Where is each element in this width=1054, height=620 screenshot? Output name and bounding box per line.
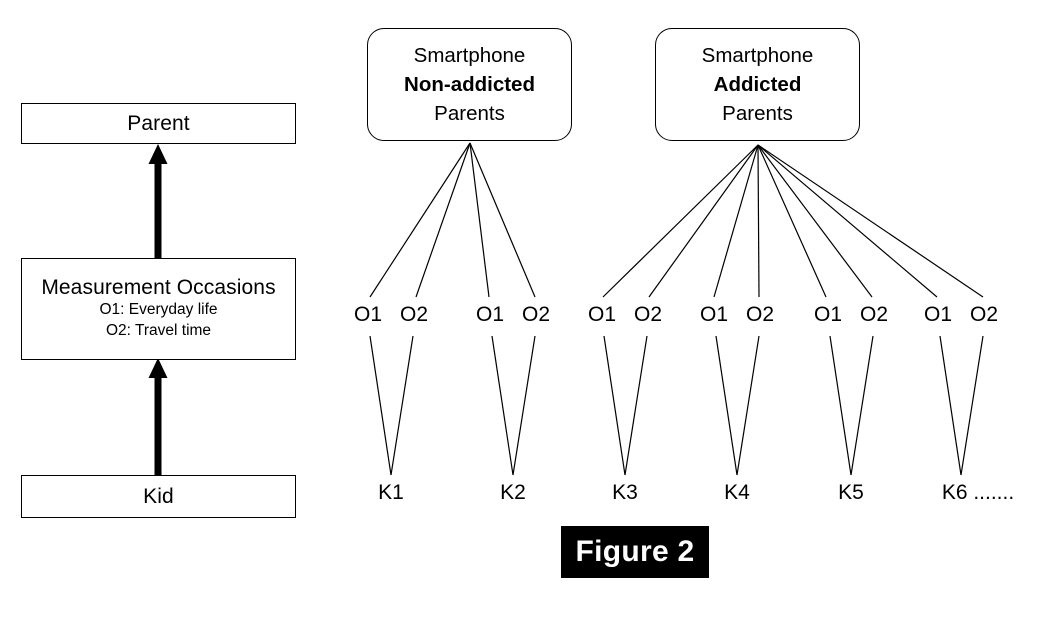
- hierarchy-box-kid-label: Kid: [143, 484, 174, 508]
- kid-node-k6: K6 .......: [941, 481, 1015, 504]
- group-addicted-line-1: Smartphone: [701, 43, 814, 67]
- occasion-node-5: O1: [587, 303, 617, 326]
- group-box-addicted-parents: Smartphone Addicted Parents: [655, 28, 860, 141]
- occasion-node-7: O1: [699, 303, 729, 326]
- kid-node-k5: K5: [838, 481, 864, 504]
- kid-node-k2: K2: [500, 481, 526, 504]
- kid-node-k3: K3: [612, 481, 638, 504]
- group-non-addicted-line-2: Non-addicted: [404, 72, 535, 96]
- kid-node-k4: K4: [724, 481, 750, 504]
- group-box-non-addicted-parents: Smartphone Non-addicted Parents: [367, 28, 572, 141]
- group-non-addicted-line-3: Parents: [434, 102, 505, 126]
- hierarchy-arrow-kid-to-occasions: [148, 358, 168, 475]
- occasion-to-kid-connectors: [369, 335, 984, 476]
- occasion-node-1: O1: [353, 303, 383, 326]
- occasion-node-4: O2: [521, 303, 551, 326]
- occasion-node-11: O1: [923, 303, 953, 326]
- hierarchy-arrow-occasions-to-parent: [148, 144, 168, 258]
- occasion-node-12: O2: [969, 303, 999, 326]
- group-addicted-line-3: Parents: [722, 102, 793, 126]
- fan-lines-addicted: [602, 144, 984, 298]
- occasion-node-6: O2: [633, 303, 663, 326]
- measurement-occasion-1-description: O1: Everyday life: [99, 301, 218, 319]
- group-addicted-line-2: Addicted: [713, 72, 802, 96]
- measurement-occasion-2-description: O2: Travel time: [105, 322, 212, 339]
- occasion-node-9: O1: [813, 303, 843, 326]
- occasion-node-2: O2: [399, 303, 429, 326]
- occasion-node-10: O2: [859, 303, 889, 326]
- hierarchy-box-measurement-occasions: Measurement Occasions O1: Everyday life …: [21, 258, 296, 360]
- occasion-node-8: O2: [745, 303, 775, 326]
- figure-caption: Figure 2: [561, 526, 709, 578]
- hierarchy-box-parent-label: Parent: [127, 111, 190, 135]
- hierarchy-box-measurement-occasions-label: Measurement Occasions: [41, 276, 276, 300]
- hierarchy-box-kid: Kid: [21, 475, 296, 518]
- kid-node-k1: K1: [378, 481, 404, 504]
- occasion-node-3: O1: [475, 303, 505, 326]
- group-non-addicted-line-1: Smartphone: [413, 43, 526, 67]
- hierarchy-box-parent: Parent: [21, 103, 296, 144]
- fan-lines-non-addicted: [369, 142, 536, 298]
